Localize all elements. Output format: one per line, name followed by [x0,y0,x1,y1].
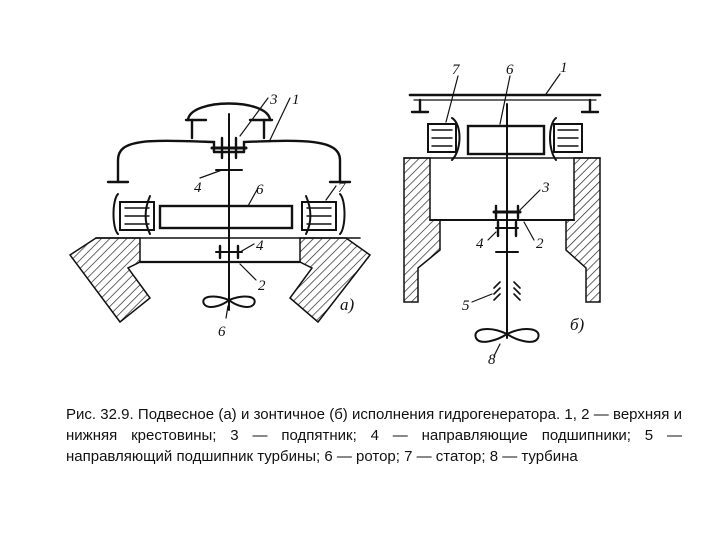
label-b-2: 2 [536,236,544,252]
foundation-left-a [68,237,152,324]
rotor-a [158,204,294,230]
hydrogenerator-diagram: 3 1 4 6 7 4 2 6 а) [68,60,602,368]
upper-cap-a [186,102,272,122]
foundation-right-a [288,237,372,324]
upper-bracket-a [116,139,342,184]
label-b-1: 1 [560,60,568,76]
label-b-4: 4 [476,236,484,252]
sublabel-a: а) [340,295,355,314]
pit-left-b [403,157,441,303]
stator-right-b [553,123,583,153]
label-b-3: 3 [541,180,550,196]
label-a-6-rotor: 6 [256,182,264,198]
stator-left-b [427,123,457,153]
stator-left-a [119,201,155,231]
sublabel-b: б) [570,315,585,334]
pit-right-b [565,157,601,303]
stator-right-a [301,201,337,231]
diagram-b-umbrella [403,73,602,357]
label-a-2: 2 [258,278,266,294]
label-b-8: 8 [488,352,496,368]
turbine-a [202,295,256,308]
label-a-4-bottom: 4 [256,238,264,254]
diagram-a-suspended [68,97,372,324]
label-a-7: 7 [338,180,347,196]
label-a-3: 3 [269,92,278,108]
figure-caption: Рис. 32.9. Подвесное (а) и зонтичное (б)… [66,406,682,465]
label-b-6: 6 [506,62,514,78]
label-b-7: 7 [452,62,461,78]
label-b-5: 5 [462,298,470,314]
label-a-1: 1 [292,92,300,108]
turbine-b [474,328,540,343]
label-a-6-turbine: 6 [218,324,226,340]
label-a-4-top: 4 [194,180,202,196]
